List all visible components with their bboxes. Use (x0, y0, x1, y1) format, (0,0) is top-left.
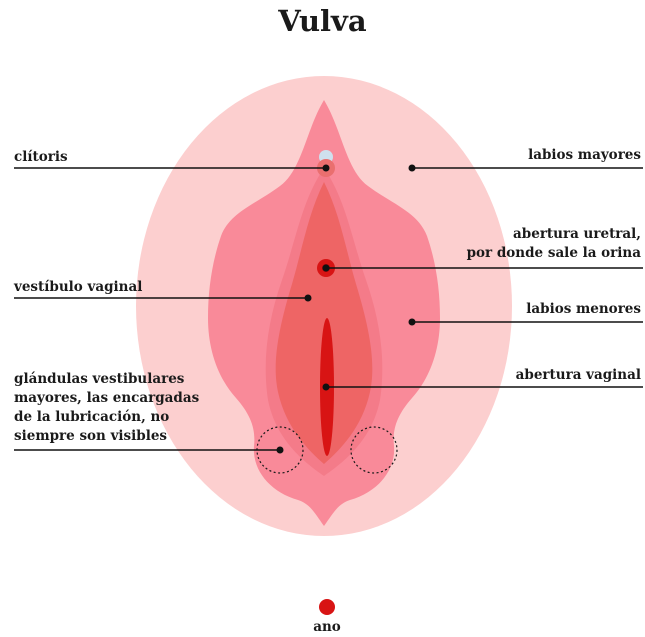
leader-dot-labia-majora (409, 165, 416, 172)
label-labia-majora: labios mayores (528, 146, 641, 165)
label-anus: ano (307, 618, 347, 637)
leader-dot-labia-minora (409, 319, 416, 326)
leader-dot-vaginal-opening (323, 384, 330, 391)
leader-dot-urethral-opening (323, 265, 330, 272)
label-clitoris: clítoris (14, 148, 68, 167)
leader-dot-clitoris (323, 165, 330, 172)
label-vaginal-opening: abertura vaginal (516, 366, 641, 385)
label-labia-minora: labios menores (526, 300, 641, 319)
label-vaginal-vestibule: vestíbulo vaginal (14, 278, 142, 297)
label-bartholin-glands: glándulas vestibulares mayores, las enca… (14, 370, 199, 446)
label-urethral-opening: abertura uretral, por donde sale la orin… (467, 225, 641, 263)
anus-shape (319, 599, 335, 615)
leader-dot-bartholin-glands (277, 447, 284, 454)
leader-dot-vaginal-vestibule (305, 295, 312, 302)
